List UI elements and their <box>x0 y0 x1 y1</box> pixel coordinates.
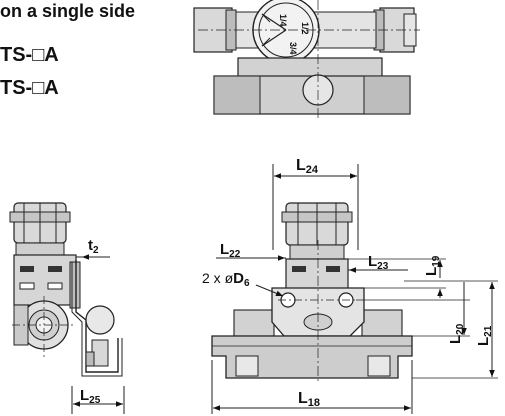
dim-l23-label: L23 <box>368 253 389 272</box>
dim-l20-label: L20 <box>447 323 466 344</box>
dim-l24-label: L24 <box>296 157 319 176</box>
header-model-1: TS-□A <box>0 44 59 66</box>
side-view: t2 L25 <box>9 202 125 414</box>
dim-l22-label: L22 <box>220 241 241 260</box>
dim-l18-label: L18 <box>298 390 320 409</box>
dim-l19-label: L19 <box>423 255 442 276</box>
header-line-1: on a single side <box>0 1 136 21</box>
dial-label-1-4: 1/4 <box>278 14 288 27</box>
dim-l21-label: L21 <box>475 325 494 346</box>
dim-t2-label: t2 <box>88 237 99 256</box>
front-view: L24 L22 L23 2 x øD6 L19 L20 L21 L18 <box>202 157 498 414</box>
top-view: 1/4 1/2 3/4 <box>193 0 420 118</box>
header-model-2: TS-□A <box>0 77 59 99</box>
dim-d6-label: 2 x øD6 <box>202 270 250 289</box>
dial-label-1-2: 1/2 <box>300 22 310 35</box>
dial-label-3-4: 3/4 <box>288 42 298 55</box>
dim-l25-label: L25 <box>80 387 101 406</box>
